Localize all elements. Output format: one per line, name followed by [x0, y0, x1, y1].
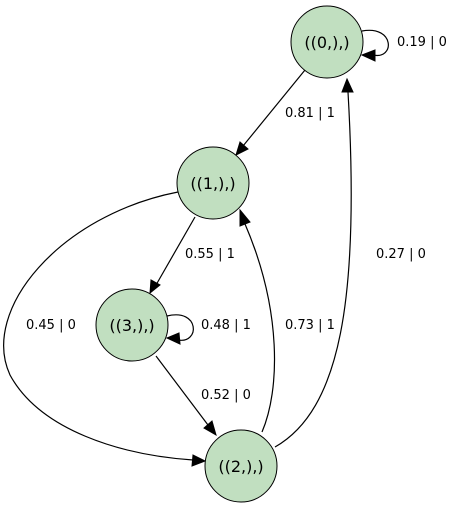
- edge-label-n3-n3: 0.48 | 1: [201, 318, 251, 333]
- state-node-1: ((1,),): [176, 146, 250, 220]
- state-node-0-label: ((0,),): [304, 33, 349, 52]
- state-node-0: ((0,),): [290, 5, 364, 79]
- edge-label-n3-n2: 0.52 | 0: [201, 388, 251, 403]
- edge-n0-n1: 0.81 | 1: [235, 69, 335, 156]
- state-node-3: ((3,),): [95, 288, 169, 362]
- edge-n1-n3: 0.55 | 1: [149, 216, 235, 295]
- edge-label-n1-n2: 0.45 | 0: [26, 318, 76, 333]
- state-node-2-label: ((2,),): [218, 457, 263, 476]
- edge-label-n0-n1: 0.81 | 1: [285, 106, 335, 121]
- edge-n2-n1: 0.73 | 1: [239, 208, 335, 433]
- edge-n0-n0: 0.19 | 0: [360, 29, 447, 62]
- edge-n2-n0: 0.27 | 0: [274, 77, 426, 448]
- edge-n1-n2: 0.45 | 0: [3, 191, 207, 467]
- state-node-2: ((2,),): [204, 429, 278, 503]
- edge-label-n0-n0: 0.19 | 0: [397, 35, 447, 50]
- state-node-1-label: ((1,),): [190, 174, 235, 193]
- edge-n3-n2: 0.52 | 0: [155, 355, 251, 437]
- state-node-3-label: ((3,),): [109, 316, 154, 335]
- edge-label-n2-n0: 0.27 | 0: [376, 247, 426, 262]
- edge-label-n2-n1: 0.73 | 1: [285, 318, 335, 333]
- edge-label-n1-n3: 0.55 | 1: [185, 247, 235, 262]
- edge-n3-n3: 0.48 | 1: [165, 314, 251, 345]
